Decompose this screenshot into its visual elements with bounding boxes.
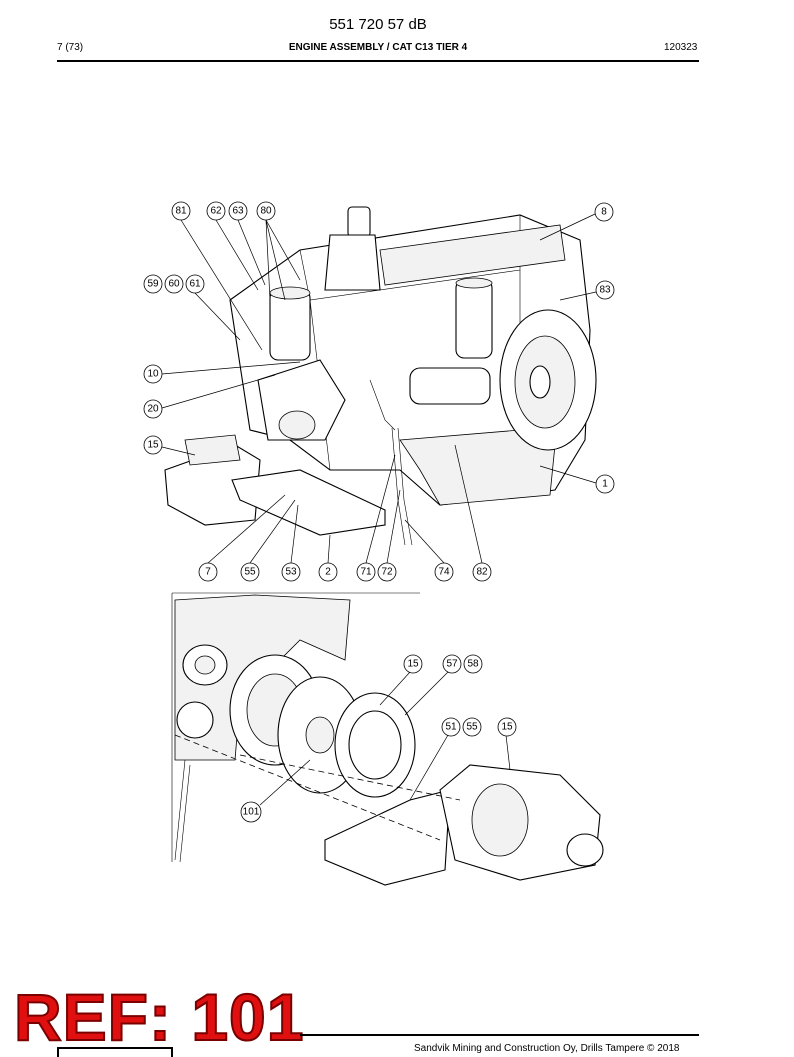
- leader-lines-bottom: [259, 671, 511, 806]
- callout-2: 2: [318, 562, 338, 582]
- callout-57: 57: [442, 654, 462, 674]
- svg-text:10: 10: [147, 369, 159, 380]
- svg-text:60: 60: [168, 279, 180, 290]
- svg-text:15: 15: [501, 722, 513, 733]
- svg-text:57: 57: [446, 659, 458, 670]
- callout-61: 61: [185, 274, 205, 294]
- svg-text:80: 80: [260, 206, 272, 217]
- svg-text:55: 55: [244, 567, 256, 578]
- svg-text:62: 62: [210, 206, 222, 217]
- svg-text:74: 74: [438, 567, 450, 578]
- document-code: 120323: [664, 42, 698, 53]
- svg-text:55: 55: [466, 722, 478, 733]
- svg-text:7: 7: [205, 567, 211, 578]
- svg-text:61: 61: [189, 279, 201, 290]
- company-logo: [57, 1047, 173, 1057]
- svg-text:81: 81: [175, 206, 187, 217]
- leader-lines-top: [161, 213, 597, 564]
- svg-text:58: 58: [467, 659, 479, 670]
- engine-illustration: [164, 206, 597, 546]
- page-title: ENGINE ASSEMBLY / CAT C13 TIER 4: [288, 42, 468, 53]
- callout-55-detail: 55: [462, 717, 482, 737]
- document-id: 551 720 57 dB: [329, 16, 427, 33]
- callout-81: 81: [171, 201, 191, 221]
- svg-text:1: 1: [602, 479, 608, 490]
- svg-text:59: 59: [147, 279, 159, 290]
- callout-10: 10: [143, 364, 163, 384]
- callout-15-detail: 15: [403, 654, 423, 674]
- callout-8: 8: [594, 202, 614, 222]
- pump-detail-illustration: [171, 592, 604, 886]
- callout-74: 74: [434, 562, 454, 582]
- callout-58: 58: [463, 654, 483, 674]
- callout-101: 101: [240, 801, 262, 823]
- svg-text:15: 15: [407, 659, 419, 670]
- svg-text:51: 51: [445, 722, 457, 733]
- svg-text:101: 101: [243, 807, 260, 818]
- callout-55: 55: [240, 562, 260, 582]
- callout-71: 71: [356, 562, 376, 582]
- svg-text:63: 63: [232, 206, 244, 217]
- callout-51: 51: [441, 717, 461, 737]
- svg-text:72: 72: [381, 567, 393, 578]
- callout-1: 1: [595, 474, 615, 494]
- callout-53: 53: [281, 562, 301, 582]
- header-rule: [57, 60, 699, 62]
- svg-text:82: 82: [476, 567, 488, 578]
- svg-text:71: 71: [360, 567, 372, 578]
- svg-text:8: 8: [601, 207, 607, 218]
- page-number: 7 (73): [57, 42, 84, 53]
- svg-text:15: 15: [147, 440, 159, 451]
- callout-15-pump: 15: [497, 717, 517, 737]
- svg-text:83: 83: [599, 285, 611, 296]
- svg-text:53: 53: [285, 567, 297, 578]
- callout-80: 80: [256, 201, 276, 221]
- callout-82: 82: [472, 562, 492, 582]
- footer-copyright: Sandvik Mining and Construction Oy, Dril…: [414, 1043, 680, 1054]
- callout-15: 15: [143, 435, 163, 455]
- callout-59: 59: [143, 274, 163, 294]
- callout-72: 72: [377, 562, 397, 582]
- callout-62: 62: [206, 201, 226, 221]
- svg-text:2: 2: [325, 567, 331, 578]
- callout-20: 20: [143, 399, 163, 419]
- callout-83: 83: [595, 280, 615, 300]
- callout-63: 63: [228, 201, 248, 221]
- svg-text:20: 20: [147, 404, 159, 415]
- reference-stamp: REF: 101: [13, 980, 305, 1054]
- callout-7: 7: [198, 562, 218, 582]
- footer-rule: [300, 1034, 699, 1036]
- callout-60: 60: [164, 274, 184, 294]
